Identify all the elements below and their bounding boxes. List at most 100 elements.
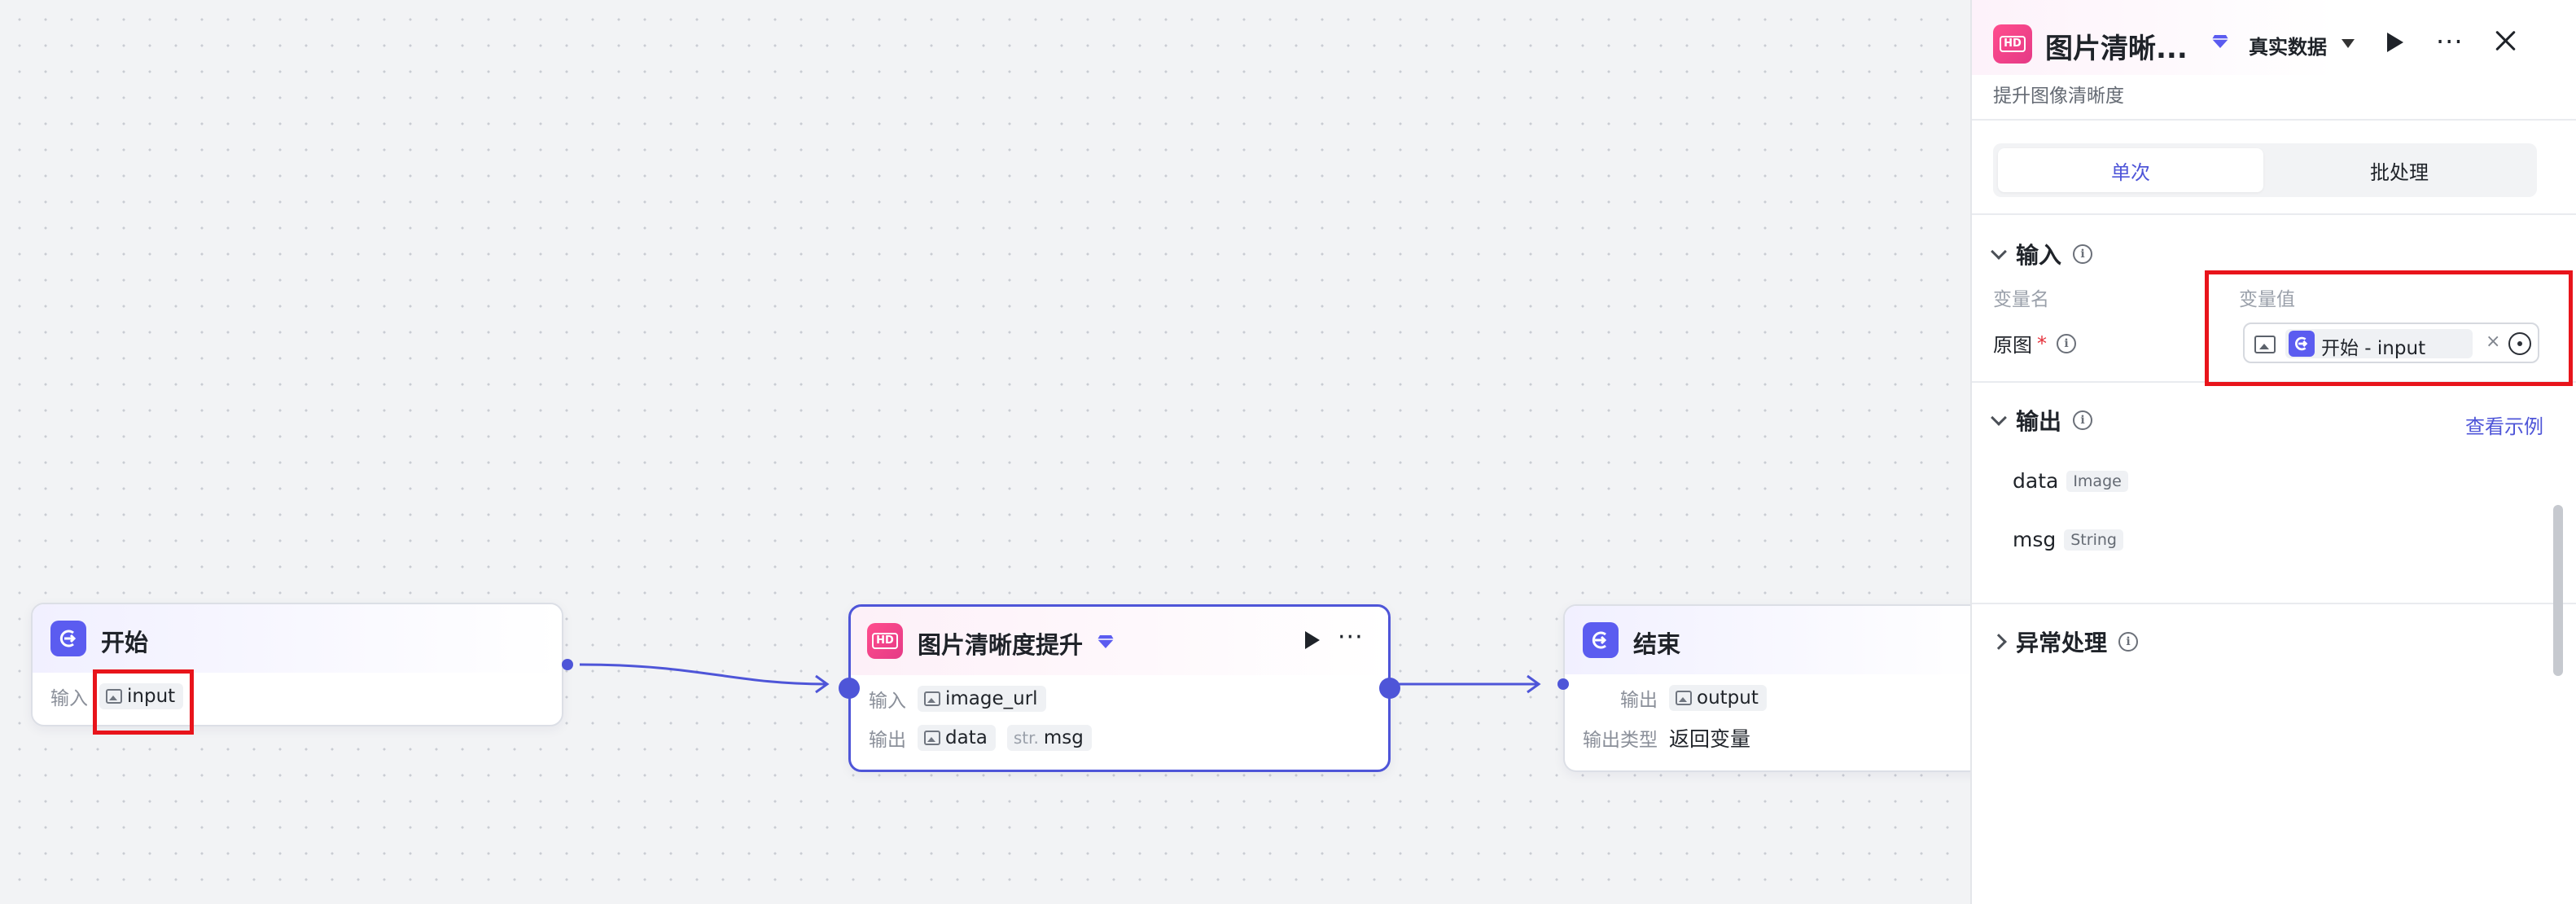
chevron-down-icon xyxy=(1991,244,2007,260)
node-start-title: 开始 xyxy=(101,629,149,656)
input-section-header[interactable]: 输入 i xyxy=(1991,238,2093,270)
image-icon xyxy=(2254,336,2276,353)
node-enhance-out-port[interactable] xyxy=(1379,678,1400,699)
highlight-var-value xyxy=(2205,270,2573,386)
node-enhance-output-msg-chip: str. msg xyxy=(1006,725,1092,751)
tab-single[interactable]: 单次 xyxy=(1998,148,2263,192)
node-enhance-header xyxy=(851,607,1388,675)
divider xyxy=(1972,603,2576,604)
panel-subtitle: 提升图像清晰度 xyxy=(1993,86,2124,107)
var-reference-tag: 开始 - input xyxy=(2285,329,2473,359)
col-var-name: 变量名 xyxy=(1993,289,2049,310)
edges-layer xyxy=(579,663,1541,694)
tab-batch[interactable]: 批处理 xyxy=(2370,160,2429,184)
node-end-header xyxy=(1565,606,1987,674)
node-enhance-title: 图片清晰度提升 xyxy=(918,631,1084,659)
node-enhance-more-icon[interactable]: ··· xyxy=(1338,623,1364,652)
info-icon[interactable]: i xyxy=(2073,410,2093,430)
info-icon[interactable]: i xyxy=(2118,632,2139,652)
node-start-out-port[interactable] xyxy=(562,659,573,670)
node-enhance-output-data: data xyxy=(945,727,988,748)
var-value-selector[interactable]: 开始 - input × xyxy=(2243,323,2539,363)
node-end-output-label: 输出 xyxy=(1620,690,1658,711)
image-icon xyxy=(106,689,122,704)
chevron-down-icon xyxy=(1991,410,2007,426)
string-prefix: str. xyxy=(1013,728,1039,748)
output-section-title: 输出 xyxy=(2016,408,2062,435)
output-item-name: data xyxy=(2013,469,2059,493)
hd-icon: HD xyxy=(1993,24,2032,64)
caret-down-icon[interactable] xyxy=(2342,39,2355,48)
run-mode-tabs: 单次 批处理 xyxy=(1993,143,2537,197)
output-section-header[interactable]: 输出 i xyxy=(1991,404,2093,437)
chevron-right-icon xyxy=(1991,634,2007,650)
divider xyxy=(1972,119,2576,121)
output-item: data Image xyxy=(2013,469,2128,493)
output-item: msg String xyxy=(2013,528,2123,551)
node-enhance-output-msg: msg xyxy=(1043,727,1084,748)
node-enhance-run-icon[interactable] xyxy=(1305,631,1320,649)
output-item-type: String xyxy=(2064,529,2123,551)
data-mode-select[interactable]: 真实数据 xyxy=(2249,36,2327,59)
node-image-enhance[interactable]: HD 图片清晰度提升 ··· 输入 image_url 输出 data str.… xyxy=(848,604,1391,772)
node-config-panel: HD 图片清晰... 真实数据 ··· 提升图像清晰度 单次 批处理 输入 i … xyxy=(1970,0,2576,904)
variable-picker-icon[interactable] xyxy=(2508,332,2531,355)
login-icon xyxy=(50,621,86,656)
edge-arrow-1 xyxy=(815,674,830,694)
node-start-header xyxy=(33,604,562,673)
node-enhance-output-data-chip: data xyxy=(918,725,996,751)
workflow-canvas[interactable]: 开始 输入 input HD 图片清晰度提升 ··· 输入 image_url xyxy=(0,0,1987,904)
input-section-title: 输入 xyxy=(2016,242,2062,269)
output-item-type: Image xyxy=(2066,470,2128,492)
image-icon xyxy=(1676,691,1692,705)
edge-arrow-2 xyxy=(1527,674,1541,694)
info-icon[interactable]: i xyxy=(2073,244,2093,264)
edge-start-to-enhance xyxy=(579,663,826,686)
node-enhance-input-row: 输入 image_url xyxy=(869,685,1046,713)
error-section-title: 异常处理 xyxy=(2016,630,2108,656)
node-end-in-port[interactable] xyxy=(1557,678,1569,690)
panel-title: 图片清晰... xyxy=(2045,33,2188,65)
node-end-output-chip: output xyxy=(1669,685,1767,711)
run-icon[interactable] xyxy=(2387,33,2403,52)
image-icon xyxy=(924,691,940,706)
node-end[interactable]: 结束 输出 output 输出类型 返回变量 xyxy=(1563,604,1987,772)
node-start-input-label: 输入 xyxy=(50,688,88,709)
var-name-text: 原图 xyxy=(1993,334,2032,357)
image-icon xyxy=(924,731,940,745)
node-enhance-output-label: 输出 xyxy=(869,730,906,751)
node-end-type-label: 输出类型 xyxy=(1583,730,1658,751)
info-icon[interactable]: i xyxy=(2057,333,2076,353)
highlight-start-input xyxy=(93,669,194,735)
panel-scrollbar[interactable] xyxy=(2553,505,2563,676)
node-start[interactable]: 开始 输入 input xyxy=(31,603,563,726)
close-icon[interactable] xyxy=(2493,28,2519,54)
node-enhance-input-label: 输入 xyxy=(869,691,906,712)
gem-icon xyxy=(2212,35,2228,48)
logout-icon xyxy=(1583,622,1619,658)
node-end-title: 结束 xyxy=(1633,630,1681,658)
col-var-value: 变量值 xyxy=(2239,289,2295,310)
login-icon xyxy=(2289,331,2315,357)
required-mark: * xyxy=(2037,331,2047,355)
node-end-type-row: 输出类型 返回变量 xyxy=(1583,723,1750,753)
gem-icon xyxy=(1097,635,1114,648)
node-start-input-row: 输入 input xyxy=(50,682,184,710)
node-end-output-row: 输出 output xyxy=(1620,684,1767,712)
error-section-header[interactable]: 异常处理 i xyxy=(1991,625,2139,658)
node-enhance-in-port[interactable] xyxy=(839,678,860,699)
var-name-original: 原图* i xyxy=(1993,329,2076,358)
output-item-name: msg xyxy=(2013,528,2057,551)
node-start-input-chip: input xyxy=(99,683,184,709)
clear-icon[interactable]: × xyxy=(2486,331,2501,352)
node-start-input-var: input xyxy=(127,686,176,707)
node-end-type-value: 返回变量 xyxy=(1669,727,1751,751)
view-example-link[interactable]: 查看示例 xyxy=(2465,415,2543,438)
node-enhance-input-var: image_url xyxy=(945,688,1038,709)
more-icon[interactable]: ··· xyxy=(2436,26,2464,57)
panel-header xyxy=(1972,0,2576,75)
node-enhance-output-row: 输出 data str. msg xyxy=(869,724,1092,752)
var-reference-text: 开始 - input xyxy=(2321,338,2426,359)
node-end-output-var: output xyxy=(1697,687,1759,709)
divider xyxy=(1972,213,2576,215)
